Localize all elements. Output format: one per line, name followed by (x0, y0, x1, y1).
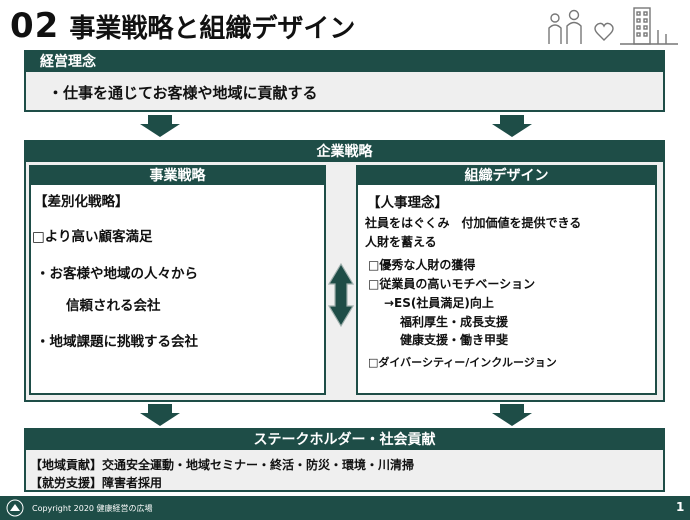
bidirectional-arrow-icon (327, 262, 355, 328)
org-line: 人財を蓄える (365, 235, 437, 249)
philosophy-header: 経営理念 (24, 50, 665, 72)
section-title: 事業戦略と組織デザイン (69, 14, 356, 44)
section-number: 02 (10, 6, 60, 46)
arrow-down-icon (492, 115, 532, 137)
arrow-down-icon (140, 115, 180, 137)
org-line: →ES(社員満足)向上 (384, 296, 494, 310)
philosophy-box: ・仕事を通じてお客様や地域に貢献する (24, 72, 665, 112)
footer-bar: Copyright 2020 健康経営の広場 1 (0, 496, 690, 520)
business-line: ・お客様や地域の人々から (36, 266, 198, 282)
org-line: 社員をはぐくみ 付加価値を提供できる (365, 216, 582, 230)
arrow-down-icon (492, 404, 532, 426)
stakeholder-heading: ステークホルダー・社会貢献 (253, 432, 436, 448)
stakeholder-line: 【地域貢献】交通安全運動・地域セミナー・終活・防災・環境・川清掃 (30, 458, 415, 472)
page-number: 1 (676, 500, 685, 514)
org-line: □従業員の高いモチベーション (368, 277, 536, 291)
business-line: 【差別化戦略】 (34, 194, 129, 210)
company-strategy-header: 企業戦略 (24, 140, 665, 162)
arrow-down-icon (140, 404, 180, 426)
organization-design-box (356, 165, 657, 395)
org-line: □ダイバーシティー/インクルージョン (368, 356, 557, 369)
business-strategy-heading: 事業戦略 (149, 168, 206, 184)
page-title: 02 事業戦略と組織デザイン (10, 6, 355, 46)
community-icon (548, 7, 678, 45)
org-line: 【人事理念】 (367, 195, 448, 211)
stakeholder-header: ステークホルダー・社会貢献 (24, 428, 665, 450)
org-line: □優秀な人財の獲得 (368, 258, 476, 272)
business-strategy-box (29, 165, 326, 395)
company-strategy-heading: 企業戦略 (316, 144, 373, 160)
logo-icon (6, 499, 24, 517)
business-line: 信頼される会社 (66, 298, 161, 314)
business-strategy-header: 事業戦略 (29, 165, 326, 185)
stakeholder-line: 【就労支援】障害者採用 (30, 476, 163, 490)
philosophy-heading: 経営理念 (40, 54, 96, 70)
organization-design-heading: 組織デザイン (464, 168, 549, 184)
organization-design-header: 組織デザイン (356, 165, 657, 185)
business-line: □より高い顧客満足 (32, 229, 153, 245)
philosophy-item: ・仕事を通じてお客様や地域に貢献する (48, 84, 318, 102)
copyright-text: Copyright 2020 健康経営の広場 (32, 504, 153, 513)
org-line: 健康支援・働き甲斐 (400, 333, 509, 347)
org-line: 福利厚生・成長支援 (400, 315, 509, 329)
business-line: ・地域課題に挑戦する会社 (36, 334, 198, 350)
